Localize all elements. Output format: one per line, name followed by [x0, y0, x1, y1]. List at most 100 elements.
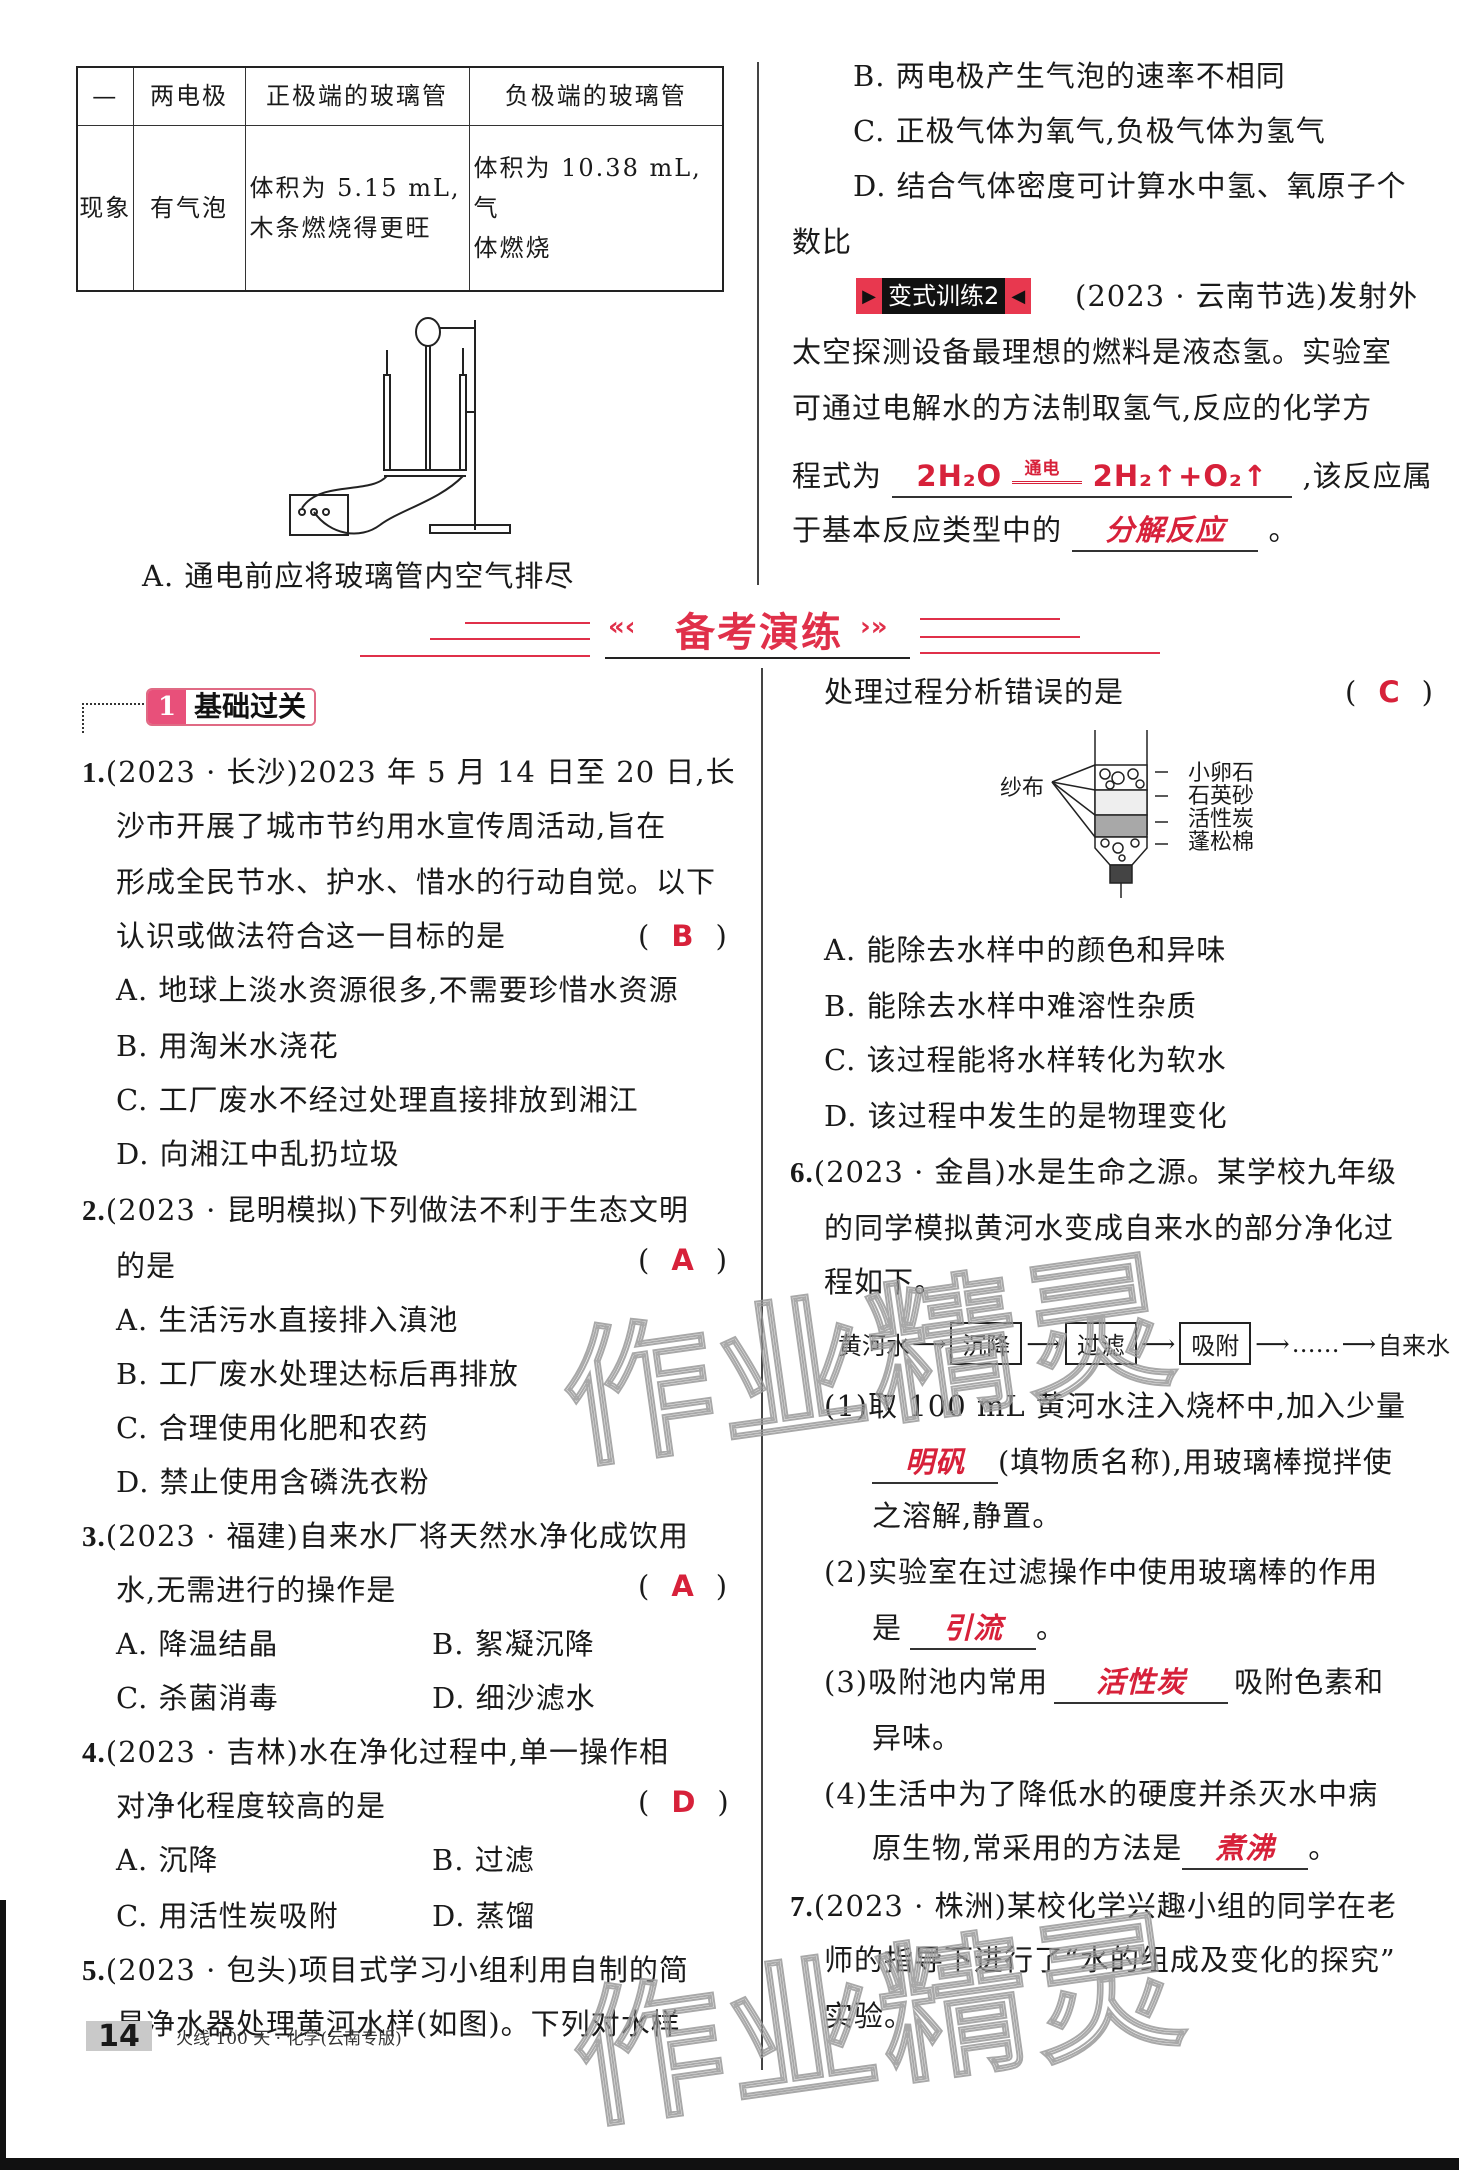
question-text: 的同学模拟黄河水变成自来水的部分净化过	[824, 1211, 1395, 1245]
filter-label: 石英砂	[1188, 784, 1255, 809]
chevron-left-icon: «‹	[608, 612, 636, 642]
option: C. 杀菌消毒	[116, 1681, 279, 1715]
option: C. 合理使用化肥和农药	[116, 1411, 429, 1445]
blank-suffix: 吸附色素和	[1234, 1665, 1385, 1699]
section-rule	[360, 655, 590, 657]
table-header-corner: —	[76, 66, 134, 126]
filter-label-gauze: 纱布	[1000, 776, 1045, 801]
play-right-icon: ▶	[856, 278, 882, 314]
question-text: (2023 · 包头)项目式学习小组利用自制的简	[105, 1953, 689, 1987]
table-row-label: 现象	[76, 124, 134, 292]
equation-suffix: ,该反应属	[1302, 459, 1433, 493]
answer-value: A	[671, 1243, 694, 1277]
equation-blank: 2H₂O 通电 2H₂↑+O₂↑	[892, 456, 1293, 498]
type-prefix: 于基本反应类型中的	[792, 513, 1063, 547]
question-text: 形成全民节水、护水、惜水的行动自觉。以下	[116, 865, 717, 899]
arrow-right-icon: ⟶	[1341, 1329, 1377, 1358]
option: B. 用淘米水浇花	[116, 1029, 339, 1063]
subquestion-text: 是引流。	[872, 1608, 1066, 1650]
option: B. 工厂废水处理达标后再排放	[116, 1357, 519, 1391]
question-text: (2023 · 株洲)某校化学兴趣小组的同学在老	[813, 1889, 1397, 1923]
section-rule	[430, 638, 590, 640]
question-number: 5.	[82, 1955, 106, 1987]
table-cell-electrodes: 有气泡	[132, 124, 246, 292]
answer-reaction-type: 分解反应	[1072, 510, 1259, 552]
variant-training-badge: ▶ 变式训练2 ◀	[856, 278, 1032, 314]
flow-step: 吸附	[1179, 1322, 1252, 1365]
answer-slot: (C)	[1345, 675, 1433, 709]
prev-option-b: B. 两电极产生气泡的速率不相同	[853, 59, 1286, 93]
equation-condition: 通电	[1024, 459, 1061, 479]
cell-line: 木条燃烧得更旺	[249, 213, 432, 242]
option: D. 细沙滤水	[432, 1681, 596, 1715]
type-suffix: 。	[1268, 513, 1299, 547]
answer-value: A	[671, 1569, 694, 1603]
section-rule	[465, 622, 590, 624]
section-underline	[605, 657, 910, 659]
question-text: 沙市开展了城市节约用水宣传周活动,旨在	[116, 809, 667, 843]
question-text: (2023 · 金昌)水是生命之源。某学校九年级	[813, 1155, 1397, 1189]
subquestion-text: 明矾(填物质名称),用玻璃棒搅拌使	[872, 1442, 1393, 1484]
variant-training-label: 变式训练2	[882, 278, 1006, 314]
question-3: 3.(2023 · 福建)自来水厂将天然水净化成饮用	[82, 1516, 689, 1557]
question-text: (2023 · 长沙)2023 年 5 月 14 日至 20 日,长	[105, 755, 736, 789]
answer-slot: (D)	[638, 1785, 729, 1819]
water-filter-figure	[1051, 730, 1168, 898]
question-text: 师的指导下进行了“水的组成及变化的探究”	[824, 1943, 1396, 1977]
flow-step: 沉降	[950, 1322, 1023, 1365]
arrow-right-icon: ⟶	[1140, 1329, 1176, 1358]
question-text: (2023 · 福建)自来水厂将天然水净化成饮用	[105, 1519, 689, 1553]
filter-label: 活性炭	[1188, 807, 1255, 832]
question-number: 7.	[790, 1891, 814, 1923]
variant-line-type: 于基本反应类型中的 分解反应 。	[792, 510, 1298, 552]
equation-prefix: 程式为	[792, 459, 883, 493]
subquestion-text: 异味。	[872, 1721, 963, 1755]
subquestion-text: (1)取 100 mL 黄河水注入烧杯中,加入少量	[824, 1389, 1407, 1423]
flow-ellipsis: ……	[1291, 1329, 1340, 1358]
purification-flowchart: 黄河水 ⟶ 沉降 ⟶ 过滤 ⟶ 吸附 ⟶ …… ⟶ 自来水	[838, 1322, 1450, 1365]
question-text: 水,无需进行的操作是	[116, 1573, 397, 1607]
option-a-electrolysis: A. 通电前应将玻璃管内空气排尽	[142, 559, 575, 593]
subsection-badge: 1 基础过关	[146, 688, 317, 726]
question-number: 1.	[82, 757, 106, 789]
question-text: 程如下。	[824, 1265, 945, 1299]
option: A. 生活污水直接排入滇池	[116, 1303, 459, 1337]
answer-blank: 明矾	[872, 1442, 998, 1484]
variant-line: 太空探测设备最理想的燃料是液态氢。实验室	[792, 335, 1393, 369]
equation-lhs: 2H₂O	[916, 459, 1003, 493]
answer-slot: (B)	[638, 919, 727, 953]
flow-step: 过滤	[1064, 1322, 1137, 1365]
arrow-right-icon: ⟶	[1255, 1329, 1290, 1358]
answer-value: B	[671, 919, 694, 953]
question-number: 6.	[790, 1157, 814, 1189]
table-cell-negative: 体积为 10.38 mL,气 体燃烧	[468, 124, 724, 292]
question-1: 1.(2023 · 长沙)2023 年 5 月 14 日至 20 日,长	[82, 752, 736, 793]
blank-prefix: 原生物,常采用的方法是	[872, 1831, 1183, 1865]
section-rule	[920, 618, 1060, 620]
question-number: 4.	[82, 1737, 106, 1769]
answer-blank: 活性炭	[1054, 1662, 1229, 1704]
blank-suffix: 。	[1308, 1831, 1339, 1865]
question-text: 的是	[116, 1249, 177, 1283]
dotted-guide	[82, 703, 144, 705]
question-number: 3.	[82, 1521, 106, 1553]
question-text: 对净化程度较高的是	[116, 1789, 387, 1823]
subquestion-text: (2)实验室在过滤操作中使用玻璃棒的作用	[824, 1555, 1379, 1589]
prev-option-c: C. 正极气体为氧气,负极气体为氢气	[853, 114, 1326, 148]
subquestion-text: 原生物,常采用的方法是煮沸。	[872, 1828, 1338, 1870]
scan-edge	[0, 2158, 1459, 2170]
filter-label: 蓬松棉	[1188, 830, 1255, 855]
chevron-right-icon: ›»	[860, 612, 888, 642]
subquestion-text: 之溶解,静置。	[872, 1499, 1063, 1533]
dotted-guide	[82, 703, 84, 733]
question-text: (2023 · 昆明模拟)下列做法不利于生态文明	[105, 1193, 689, 1227]
variant-line-equation: 程式为 2H₂O 通电 2H₂↑+O₂↑ ,该反应属	[792, 456, 1433, 498]
variant-line: 可通过电解水的方法制取氢气,反应的化学方	[792, 391, 1373, 425]
option: A. 能除去水样中的颜色和异味	[824, 933, 1227, 967]
question-7: 7.(2023 · 株洲)某校化学兴趣小组的同学在老	[790, 1886, 1397, 1927]
watermark-text: 作业精灵	[562, 1892, 1198, 2152]
flow-start: 黄河水	[838, 1332, 910, 1360]
option: B. 能除去水样中难溶性杂质	[824, 989, 1197, 1023]
option: A. 沉降	[116, 1843, 219, 1877]
table-header-negative: 负极端的玻璃管	[468, 66, 724, 126]
